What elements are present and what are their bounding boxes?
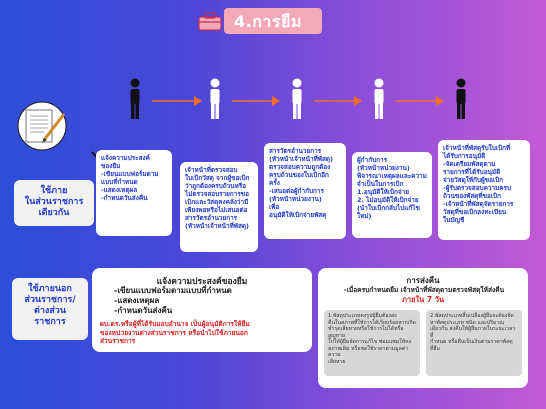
return-heading: การส่งคืน [406,276,440,285]
toolbox-icon [198,12,222,31]
step-3-card: สารวัตรอำนวยการ (หัวหน้าเจ้าหน้าที่พัสดุ… [264,143,346,239]
step-4-text: ผู้กำกับการ (หัวหน้าหน่วยงาน) พิจารณาเหต… [357,156,427,220]
inside-label-card [14,180,94,226]
arrow-right-icon [232,96,280,106]
person-icon [130,78,140,119]
arrow-right-icon [152,96,202,106]
person-icon [292,78,302,119]
inside-row-label: ใช้ภาย ในส่วนราชการ เดียวกัน [24,186,84,218]
pen-paper-icon [17,101,67,151]
consumable-goods-note: 2.พัสดุประเภทสิ้นเปลืองผู้ยืมจะต้องจัด ห… [426,310,522,376]
outside-row-label: ใช้ภายนอก ส่วนราชการ/ ต่างส่วน ราชการ [24,284,76,327]
person-icon [456,78,466,119]
arrow-right-icon [314,96,362,106]
outside-request-card: แจ้งความประสงค์ของยืม -เขียนแบบฟอร์มตามแ… [92,268,312,352]
return-line: -เมื่อครบกำหนดยืม เจ้าหน้าที่พัสดุตามตรว… [343,286,505,294]
outside-label-card [12,278,88,340]
return-card: การส่งคืน -เมื่อครบกำหนดยืม เจ้าหน้าที่พ… [318,268,528,388]
durable-goods-note: 1.พัสดุประเภทคงรูปผู้ยืมต้องส่ง คืนในสภา… [324,310,420,376]
step-2-text: เจ้าหน้าที่ตรวจสอบ ใบเบิกวัสดุ จากผู้ขอเ… [185,166,250,230]
step-4-card: ผู้กำกับการ (หัวหน้าหน่วยงาน) พิจารณาเหต… [352,152,432,238]
step-1-text: แจ้งความประสงค์ ของยืม -เขียนแบบฟอร์มตาม… [101,154,159,202]
step-1-card: แจ้งความประสงค์ ของยืม -เขียนแบบฟอร์มตาม… [96,150,172,236]
arrow-right-icon [396,96,444,106]
return-deadline: ภายใน 7 วัน [401,295,445,304]
page-title: 4.การยืม [234,12,302,31]
title-banner [224,8,322,34]
step-2-card: เจ้าหน้าที่ตรวจสอบ ใบเบิกวัสดุ จากผู้ขอเ… [180,162,258,252]
approval-warning: ผบ.ตร.หรือผู้ที่ได้รับมอบอำนาจ เป็นผู้อน… [100,320,250,345]
step-3-text: สารวัตรอำนวยการ (หัวหน้าเจ้าหน้าที่พัสดุ… [269,147,333,219]
step-5-text: เจ้าหน้าที่พัสดุรับใบเบิกที่ ได้รับการอน… [443,144,514,224]
person-icon [210,78,220,119]
outside-request-heading: แจ้งความประสงค์ของยืม [156,277,248,287]
outside-request-lines: -เขียนแบบฟอร์มตามแบบที่กำหนด -แสดงเหตุผล… [114,286,232,315]
person-icon [374,78,384,119]
step-5-card: เจ้าหน้าที่พัสดุรับใบเบิกที่ ได้รับการอน… [438,140,530,240]
